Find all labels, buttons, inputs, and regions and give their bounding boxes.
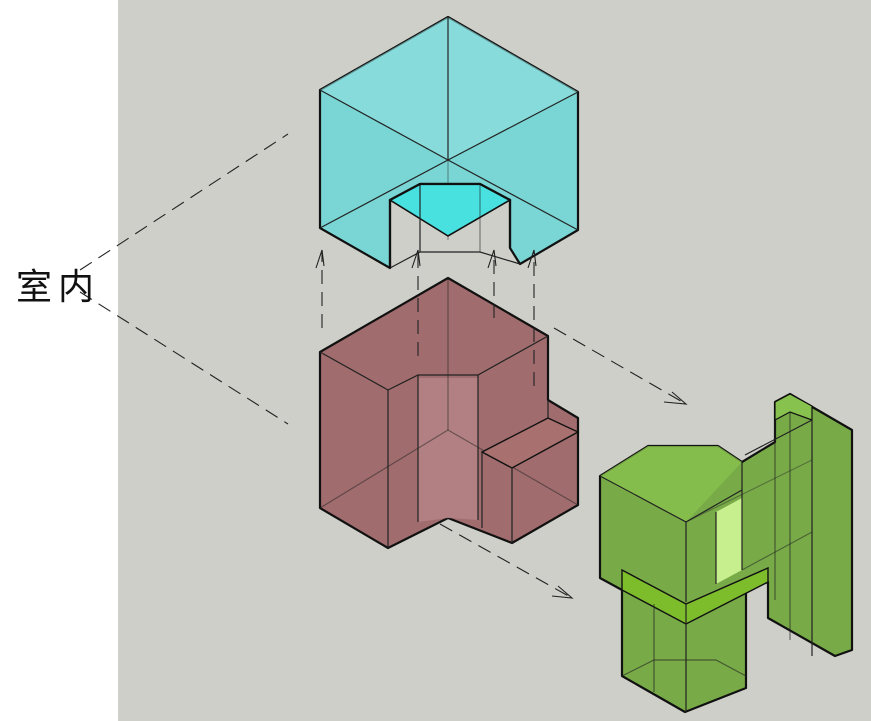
indoor-label: 室内 [16, 267, 101, 308]
dashed-leader-lines [79, 133, 688, 599]
cyan-block [318, 15, 580, 270]
brown-block [318, 276, 580, 550]
green-block [598, 392, 854, 714]
